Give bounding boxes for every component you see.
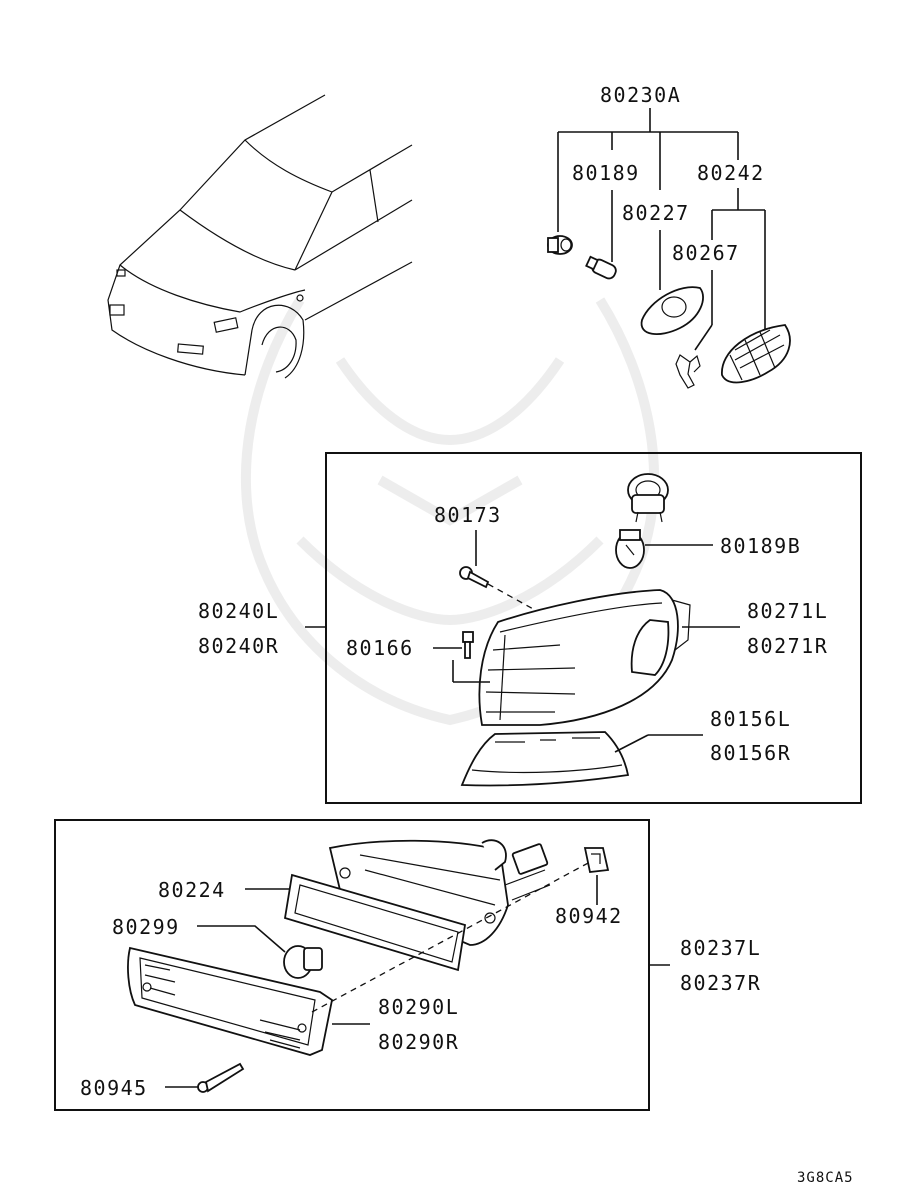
label-80230A: 80230A [600, 83, 681, 107]
label-80189: 80189 [572, 161, 640, 185]
turn-signal-lens-part [127, 946, 334, 1056]
label-80237L: 80237L [680, 936, 761, 960]
corner-lamp-bulb-part [615, 529, 645, 569]
label-80156R: 80156R [710, 741, 791, 765]
label-80224: 80224 [158, 878, 226, 902]
screw-80173-part [459, 566, 490, 589]
label-80271L: 80271L [747, 599, 828, 623]
turn-signal-housing-part [328, 839, 551, 946]
screw-80166-part [462, 631, 474, 659]
car-front-view [107, 94, 413, 379]
label-80942: 80942 [555, 904, 623, 928]
corner-lamp-socket-part [627, 473, 669, 523]
label-80166: 80166 [346, 636, 414, 660]
label-80189B: 80189B [720, 534, 801, 558]
turn-signal-assembly [127, 839, 670, 1093]
wedge-bulb-part [585, 255, 617, 280]
corner-lamp-housing-part [478, 589, 691, 726]
turn-signal-gasket-part [283, 873, 467, 972]
label-80945: 80945 [80, 1076, 148, 1100]
label-80299: 80299 [112, 915, 180, 939]
corner-lamp-lower-lens-part [460, 731, 630, 787]
label-80290R: 80290R [378, 1030, 459, 1054]
label-80156L: 80156L [710, 707, 791, 731]
label-80267: 80267 [672, 241, 740, 265]
bulb-socket-part [547, 235, 573, 255]
label-80237R: 80237R [680, 971, 761, 995]
label-80271R: 80271R [747, 634, 828, 658]
label-80290L: 80290L [378, 995, 459, 1019]
corner-lamp-group-box [325, 452, 862, 804]
label-80240L: 80240L [198, 599, 279, 623]
screw-80945-part [197, 1062, 245, 1093]
marker-clip-part [675, 354, 701, 389]
corner-lamp-assembly [305, 473, 740, 787]
diagram-code: 3G8CA5 [797, 1170, 854, 1186]
side-marker-lens-part [721, 324, 791, 384]
label-80227: 80227 [622, 201, 690, 225]
marker-gasket-part [640, 286, 704, 335]
side-marker-assembly [547, 108, 791, 389]
clip-80942-part [583, 847, 610, 873]
label-80242: 80242 [697, 161, 765, 185]
turn-signal-bulb-part [283, 945, 323, 979]
label-80173: 80173 [434, 503, 502, 527]
label-80240R: 80240R [198, 634, 279, 658]
